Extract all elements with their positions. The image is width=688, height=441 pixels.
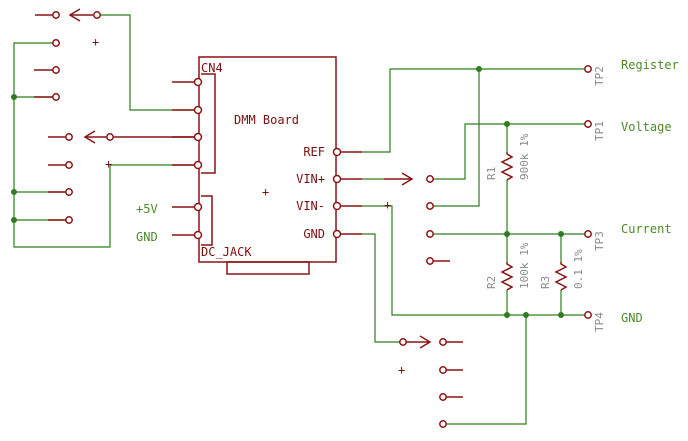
plus-mark: + [398, 363, 405, 377]
tp3-label: Current [621, 222, 672, 236]
r2-ref: R2 [485, 276, 498, 289]
dmm-board: DMM Board + CN4 DC_JACK +5V GND REF VIN+… [136, 56, 362, 275]
tp3-ref: TP3 [593, 231, 606, 251]
test-point-tp3: TP3 Current [584, 222, 672, 251]
r3-ref: R3 [539, 276, 552, 289]
r3-value: 0.1 1% [572, 249, 585, 289]
test-point-tp2: TP2 Register [584, 58, 679, 86]
left-switch-contact [34, 93, 60, 101]
dc-jack: DC_JACK +5V GND [136, 195, 252, 259]
left-switch-contact [52, 39, 60, 47]
tp2-ref: TP2 [593, 66, 606, 86]
tp2-label: Register [621, 58, 679, 72]
middle-switch-contact [426, 257, 450, 265]
board-name: DMM Board [234, 113, 299, 127]
left-switch-wiper-mid [48, 130, 195, 144]
r2-value: 100k 1% [518, 242, 531, 289]
plus-mark: + [92, 35, 99, 49]
test-point-tp1: TP1 Voltage [584, 120, 672, 141]
lower-rotary-switch: + [398, 335, 463, 428]
left-switch-contact [48, 161, 73, 169]
r1-value: 900k 1% [518, 133, 531, 180]
resistor-r2: R2 100k 1% [485, 242, 531, 291]
plus-mark: + [262, 185, 269, 199]
resistor-r3: R3 0.1 1% [539, 249, 585, 291]
left-switch-wires [11, 14, 195, 248]
right-wires [362, 66, 588, 425]
left-switch-contact [34, 66, 60, 74]
pin-label-gnd: GND [303, 227, 325, 241]
pin-label-vin-plus: VIN+ [296, 172, 325, 186]
test-point-tp4: TP4 GND [584, 311, 643, 332]
pin-label-5v: +5V [136, 202, 158, 216]
cn4-label: CN4 [201, 61, 223, 75]
pin-label-gnd-left: GND [136, 230, 158, 244]
pin-label-ref: REF [303, 145, 325, 159]
resistor-r1: R1 900k 1% [485, 133, 531, 181]
tp1-ref: TP1 [593, 121, 606, 141]
plus-mark: + [105, 157, 112, 171]
middle-rotary-switch: + [384, 172, 450, 265]
left-switch-contact [48, 188, 73, 196]
left-switch-wiper-top [35, 8, 101, 22]
r1-ref: R1 [485, 167, 498, 180]
left-switch-contact [48, 216, 73, 224]
board-right-pins: REF VIN+ VIN- GND [296, 145, 362, 241]
tp4-label: GND [621, 311, 643, 325]
pin-label-vin-minus: VIN- [296, 199, 325, 213]
left-rotary-switch: + + [11, 8, 195, 248]
tp4-ref: TP4 [593, 312, 606, 332]
tp1-label: Voltage [621, 120, 672, 134]
dc-jack-label: DC_JACK [201, 245, 252, 259]
cn4-connector: CN4 [172, 61, 223, 174]
plus-mark: + [384, 198, 391, 212]
